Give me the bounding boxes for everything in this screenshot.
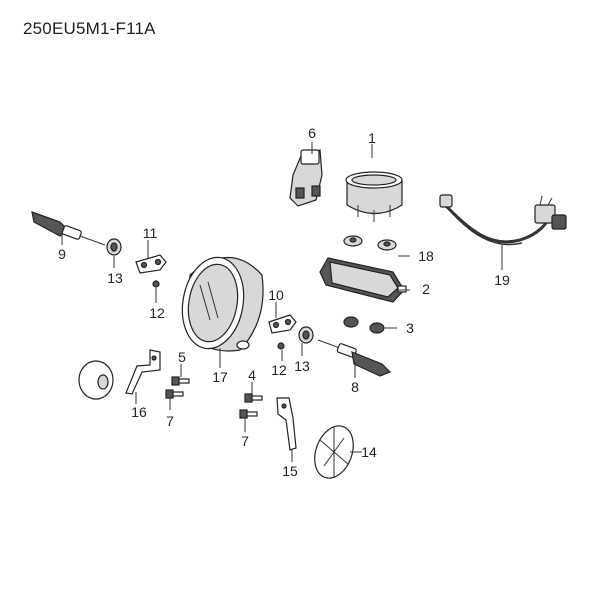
part-nuts bbox=[343, 316, 385, 334]
callout-14: 14 bbox=[361, 444, 377, 460]
callout-10: 10 bbox=[268, 287, 284, 303]
callout-5: 5 bbox=[178, 349, 186, 365]
callout-17: 17 bbox=[212, 369, 228, 385]
callout-15: 15 bbox=[282, 463, 298, 479]
callout-9: 9 bbox=[58, 246, 66, 262]
part-socket-right bbox=[298, 326, 314, 344]
part-socket-left bbox=[106, 238, 122, 256]
part-reflector-bracket-right bbox=[276, 397, 297, 451]
part-turn-signal-left bbox=[31, 211, 106, 246]
part-wiring-harness bbox=[439, 194, 567, 246]
part-bolt-7b bbox=[239, 409, 258, 419]
part-bracket-right bbox=[268, 314, 297, 334]
diagram-title: 250EU5M1-F11A bbox=[23, 19, 156, 38]
callout-7a: 7 bbox=[166, 413, 174, 429]
callout-12b: 12 bbox=[271, 362, 287, 378]
callout-8: 8 bbox=[351, 379, 359, 395]
part-screw-12b bbox=[277, 342, 285, 350]
part-headlight bbox=[181, 256, 264, 352]
callout-4: 4 bbox=[248, 367, 256, 383]
part-turn-signal-right bbox=[317, 339, 392, 377]
callout-16: 16 bbox=[131, 404, 147, 420]
part-reflector-bracket-left bbox=[125, 349, 161, 395]
callout-2: 2 bbox=[422, 281, 430, 297]
part-meter-housing bbox=[319, 257, 407, 303]
part-bracket-left bbox=[135, 254, 167, 274]
part-screw-12a bbox=[152, 280, 160, 288]
leader-lines bbox=[61, 142, 503, 462]
callout-3: 3 bbox=[406, 320, 414, 336]
callout-19: 19 bbox=[494, 272, 510, 288]
part-reflector-left bbox=[78, 360, 114, 400]
callout-1: 1 bbox=[368, 130, 376, 146]
callout-6: 6 bbox=[308, 125, 316, 141]
callout-7b: 7 bbox=[241, 433, 249, 449]
part-bolt-4 bbox=[244, 393, 263, 403]
callout-12a: 12 bbox=[149, 305, 165, 321]
part-ignition-switch bbox=[289, 149, 323, 207]
callout-13a: 13 bbox=[107, 270, 123, 286]
part-grommets bbox=[343, 235, 397, 251]
part-bolt-7a bbox=[165, 389, 184, 399]
callout-13b: 13 bbox=[294, 358, 310, 374]
part-speedometer bbox=[345, 171, 403, 222]
part-reflector-right bbox=[314, 425, 354, 479]
callout-11: 11 bbox=[143, 225, 158, 241]
part-bolt-5 bbox=[171, 376, 190, 386]
callout-18: 18 bbox=[418, 248, 434, 264]
